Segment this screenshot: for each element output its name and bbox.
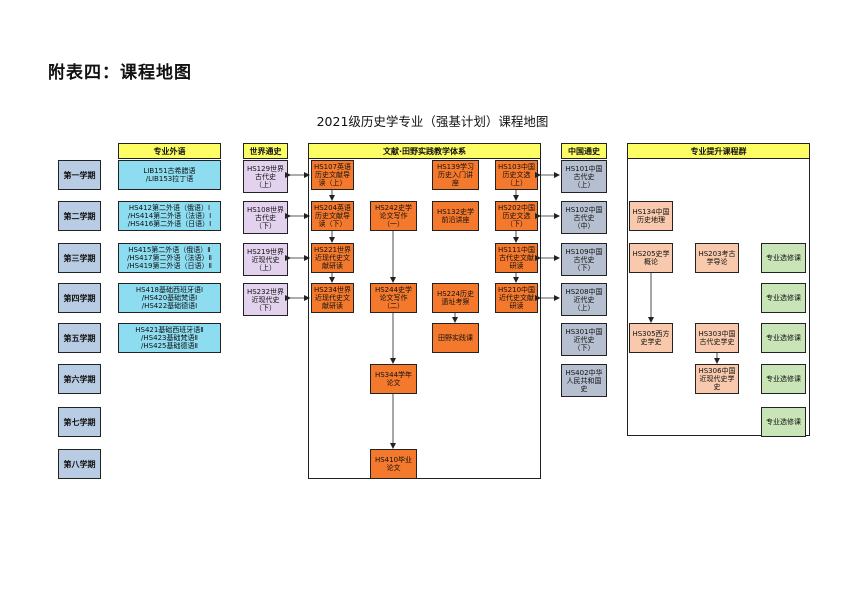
header-foreign-language: 专业外语	[118, 143, 221, 159]
course-practice-annual-thesis: HS344学年 论文	[370, 364, 417, 394]
course-china-2: HS102中国 古代史 （中）	[561, 201, 607, 234]
elective-course-4: 专业选修课	[761, 364, 806, 394]
course-practice-frontier-lecture: HS132史学 前沿讲座	[432, 201, 479, 231]
semester-2: 第二学期	[58, 201, 101, 231]
course-china-3: HS109中国 古代史 （下）	[561, 243, 607, 276]
elective-course-3: 专业选修课	[761, 323, 806, 353]
course-foreign-3: HS415第二外语（俄语）Ⅱ /HS417第二外语（法语）Ⅱ /HS419第二外…	[118, 243, 221, 273]
semester-4: 第四学期	[58, 283, 101, 313]
course-practice-english-docs-1: HS107英语 历史文献导 读（上）	[311, 160, 354, 190]
course-foreign-2: HS412第二外语（俄语）Ⅰ /HS414第二外语（法语）Ⅰ /HS416第二外…	[118, 201, 221, 231]
course-china-6: HS402中华 人民共和国 史	[561, 364, 607, 397]
course-world-4: HS232世界 近现代史 （下）	[243, 283, 288, 316]
semester-7: 第七学期	[58, 407, 101, 437]
semester-8: 第八学期	[58, 449, 101, 479]
header-china-history: 中国通史	[561, 143, 607, 159]
course-foreign-1: LIB151古希腊语 /LIB153拉丁语	[118, 160, 221, 190]
course-advanced-china-ancient-historiography: HS303中国 古代史学史	[695, 323, 739, 353]
elective-course-5: 专业选修课	[761, 407, 806, 437]
header-world-history: 世界通史	[243, 143, 288, 159]
header-practice-system: 文献·田野实践教学体系	[308, 143, 541, 159]
document-heading: 附表四：课程地图	[48, 63, 192, 83]
course-practice-china-docs-1: HS103中国 历史文选 （上）	[495, 160, 538, 190]
semester-3: 第三学期	[58, 243, 101, 273]
course-advanced-archaeology-intro: HS203考古 学导论	[695, 243, 739, 273]
course-practice-field-course: 田野实践课	[432, 323, 479, 353]
course-practice-site-survey: HS224历史 遗址考察	[432, 283, 479, 313]
semester-1: 第一学期	[58, 160, 101, 190]
course-china-1: HS101中国 古代史 （上）	[561, 160, 607, 193]
course-practice-china-docs-2: HS202中国 历史文选 （下）	[495, 201, 538, 231]
semester-5: 第五学期	[58, 323, 101, 353]
course-practice-world-modern-docs-2: HS234世界 近现代史文 献研读	[311, 283, 354, 313]
course-advanced-historical-geography: HS134中国 历史地理	[629, 201, 673, 231]
course-world-1: HS129世界 古代史 （上）	[243, 160, 288, 193]
course-practice-graduation-thesis: HS410毕业 论文	[370, 449, 417, 479]
course-practice-china-ancient-docs: HS111中国 古代史文献 研读	[495, 243, 538, 273]
elective-course-1: 专业选修课	[761, 243, 806, 273]
course-practice-thesis-writing-2: HS244史学 论文写作 （二）	[370, 283, 417, 313]
course-practice-world-modern-docs-1: HS221世界 近现代史文 献研读	[311, 243, 354, 273]
course-china-5: HS301中国 近代史 （下）	[561, 323, 607, 356]
course-advanced-china-modern-historiography: HS306中国 近现代史学 史	[695, 364, 739, 394]
course-advanced-western-historiography: HS305西方 史学史	[629, 323, 673, 353]
course-foreign-5: HS421基础西班牙语Ⅱ /HS423基础梵语Ⅱ /HS425基础德语Ⅱ	[118, 323, 221, 353]
course-china-4: HS208中国 近代史 （上）	[561, 283, 607, 316]
course-practice-intro-lecture: HS139学习 历史入门讲 座	[432, 160, 479, 190]
course-practice-english-docs-2: HS204英语 历史文献导 读（下）	[311, 201, 354, 231]
course-practice-china-modern-docs: HS210中国 近代史文献 研读	[495, 283, 538, 313]
course-world-2: HS108世界 古代史 （下）	[243, 201, 288, 234]
semester-6: 第六学期	[58, 364, 101, 394]
map-title: 2021级历史学专业（强基计划）课程地图	[316, 114, 549, 129]
course-advanced-historiography-intro: HS205史学 概论	[629, 243, 673, 273]
header-advanced-courses: 专业提升课程群	[627, 143, 810, 159]
course-foreign-4: HS418基础西班牙语Ⅰ /HS420基础梵语Ⅰ /HS422基础德语Ⅰ	[118, 283, 221, 313]
course-practice-thesis-writing-1: HS242史学 论文写作 （一）	[370, 201, 417, 231]
elective-course-2: 专业选修课	[761, 283, 806, 313]
